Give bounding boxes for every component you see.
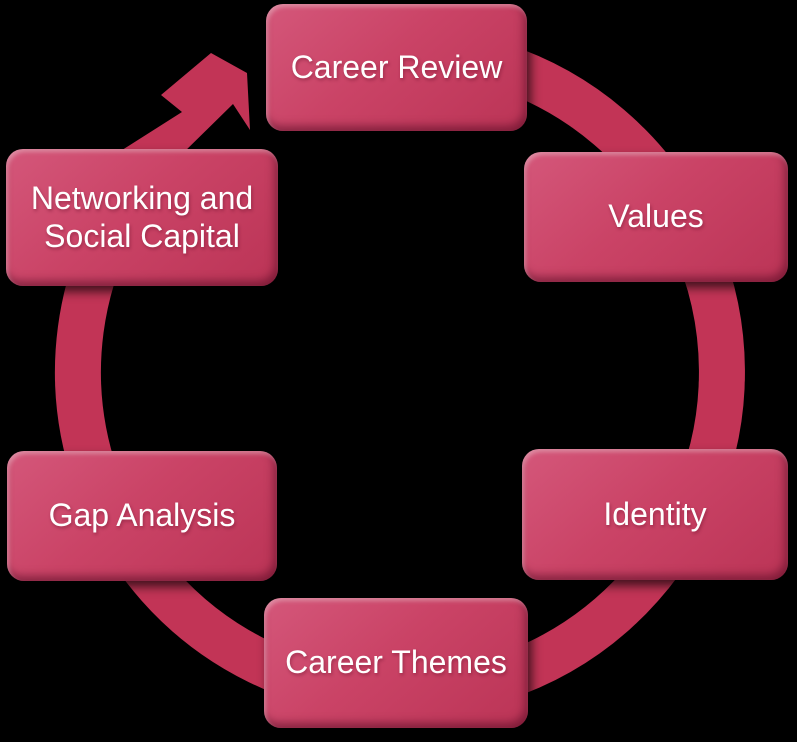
cycle-step-label: Identity (603, 495, 707, 532)
cycle-step-career-themes: Career Themes (264, 598, 528, 728)
cycle-step-gap-analysis: Gap Analysis (7, 451, 277, 581)
cycle-step-networking-social-capital: Networking and Social Capital (6, 149, 278, 286)
cycle-step-label: Career Themes (285, 644, 507, 681)
cycle-step-label: Gap Analysis (48, 497, 236, 534)
cycle-step-values: Values (524, 152, 788, 282)
cycle-step-label: Career Review (290, 48, 503, 85)
cycle-step-label: Networking and Social Capital (30, 179, 254, 254)
cycle-arrowhead-icon (119, 53, 250, 158)
cycle-step-label: Values (608, 198, 704, 235)
cycle-step-identity: Identity (522, 449, 788, 580)
cycle-step-career-review: Career Review (266, 4, 527, 131)
